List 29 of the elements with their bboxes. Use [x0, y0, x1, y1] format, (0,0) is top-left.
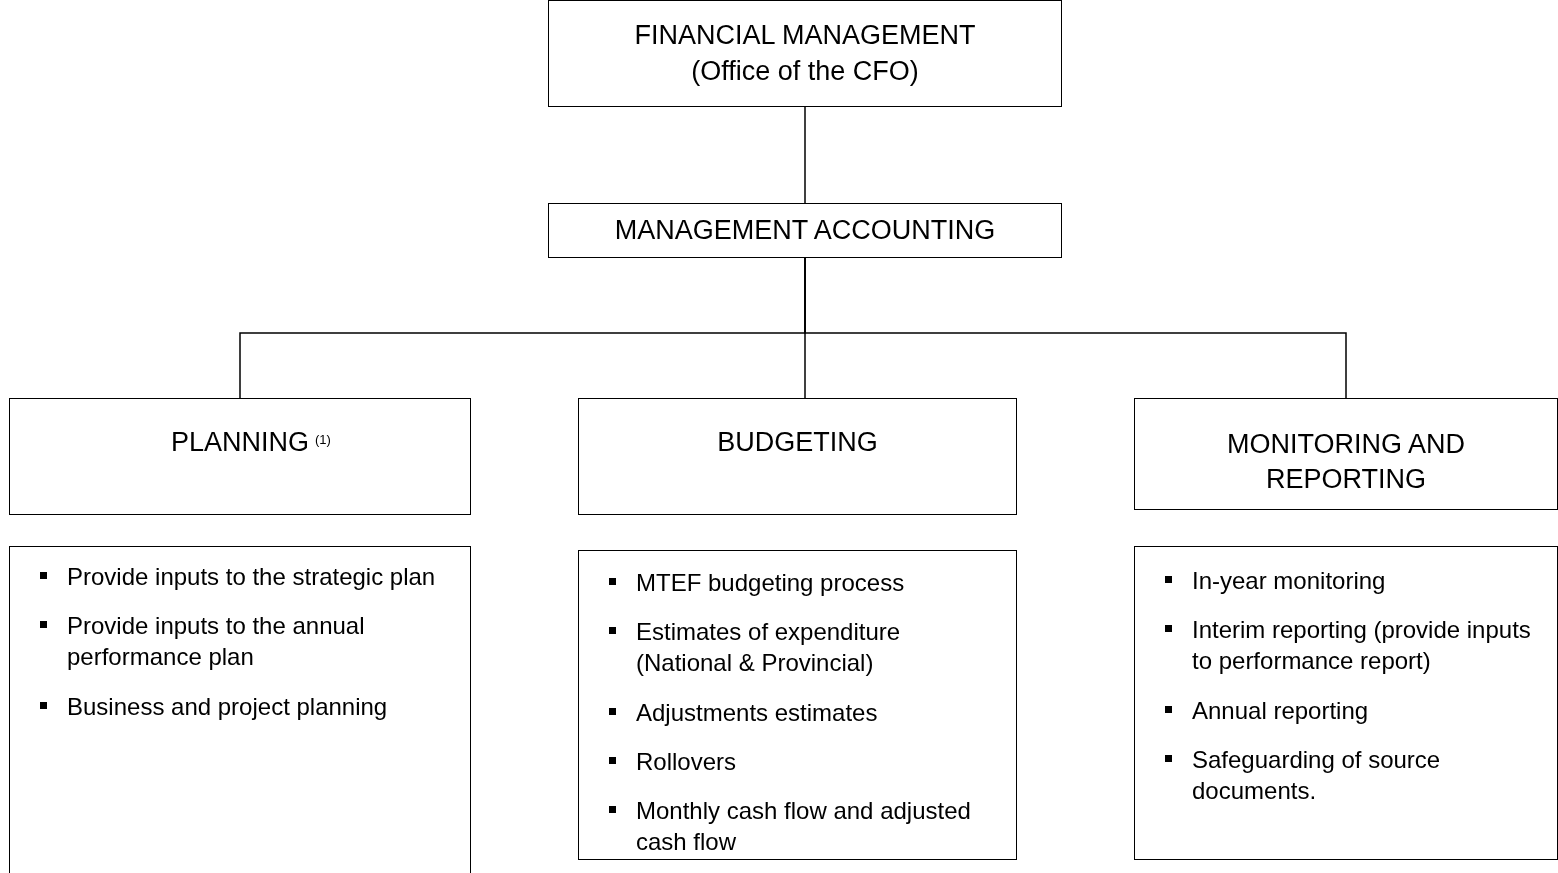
- list-item-text: Provide inputs to the strategic plan: [67, 563, 436, 590]
- list-item-text: Annual reporting: [1192, 696, 1369, 724]
- list-item-text: Safeguarding of source documents.: [1192, 745, 1441, 804]
- duties-box: [1134, 546, 1558, 860]
- function-box: [9, 398, 471, 515]
- title-box: [548, 0, 1062, 107]
- function-box: [578, 398, 1017, 515]
- list-item-text: Monthly cash flow and adjusted cash flow: [636, 796, 971, 856]
- list-item-text: Interim reporting (provide inputs to performance report): [1192, 616, 1531, 675]
- connector-line: [804, 257, 1347, 399]
- connector-line: [804, 106, 806, 204]
- list-item-text: MTEF budgeting process: [636, 569, 905, 596]
- list-item-text: Business and project planning: [67, 692, 388, 720]
- heading: MONITORING AND REPORTING: [1226, 428, 1466, 497]
- unit-box: [548, 203, 1062, 258]
- heading: FINANCIAL MANAGEMENT: [634, 19, 976, 53]
- heading: PLANNING: [170, 426, 309, 459]
- heading: BUDGETING: [717, 426, 878, 459]
- footnote-mark: (1): [315, 432, 331, 449]
- list-item-text: Rollovers: [636, 747, 737, 775]
- list-item-text: Provide inputs to the annual performance plan: [67, 612, 365, 671]
- duties-box: [578, 550, 1017, 860]
- subheading: (Office of the CFO): [691, 54, 919, 88]
- list-item-text: Adjustments estimates: [636, 698, 878, 726]
- list-item-text: Estimates of expenditure (National & Provincial): [636, 618, 901, 677]
- heading: MANAGEMENT ACCOUNTING: [614, 213, 996, 247]
- duties-box: [9, 546, 471, 873]
- list-item-text: In-year monitoring: [1192, 567, 1386, 594]
- function-box: [1134, 398, 1558, 510]
